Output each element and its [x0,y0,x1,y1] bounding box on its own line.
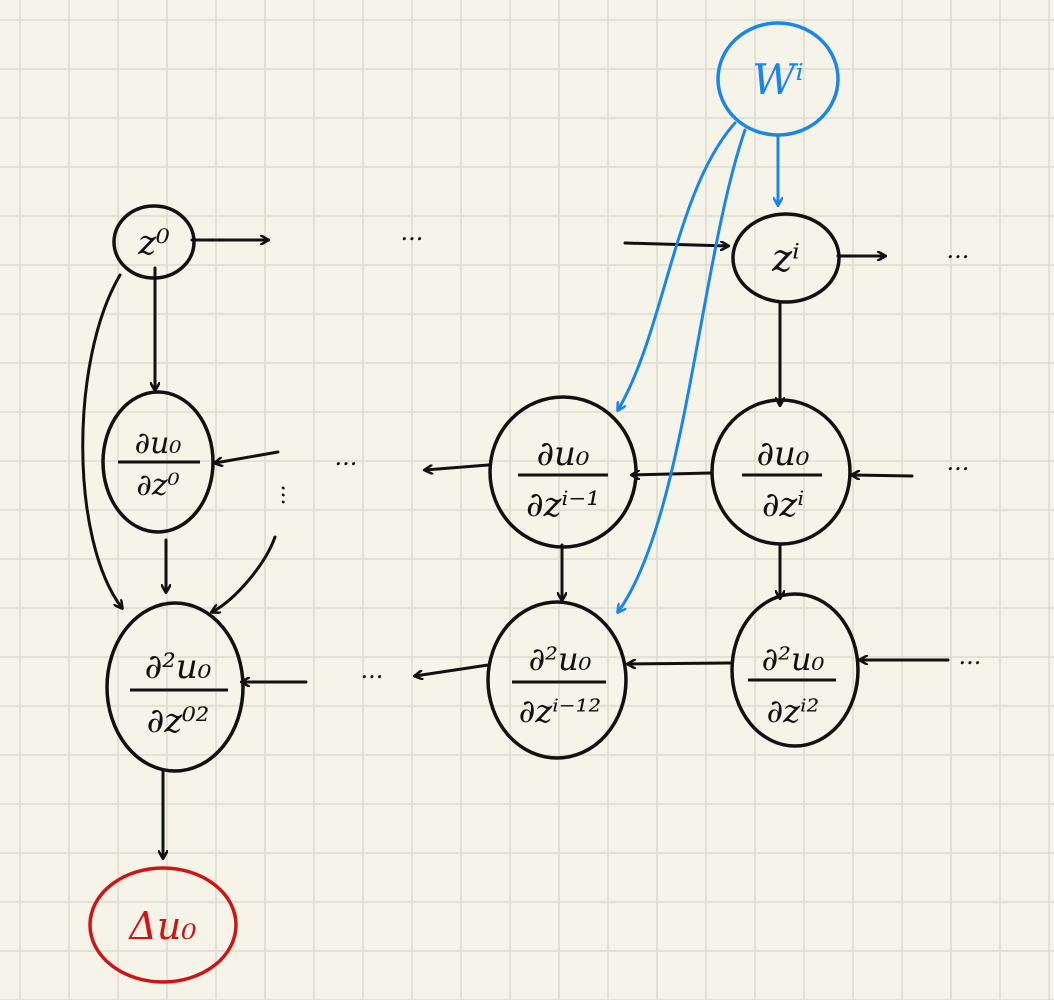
ellipsis-vertical-left: ... [276,485,301,506]
edge-d2u-dzi-d2u-dzim1 [628,663,732,664]
edge-Wi-du-dzim1 [618,121,737,410]
edge-d2u-dzim1-left [415,663,490,676]
edge-z0-d2u-dz0 [81,273,122,608]
node-zi [731,212,841,304]
label-z0: z⁰ [137,223,170,263]
label-d2u-dzim1-den: ∂zⁱ⁻¹² [519,692,601,730]
label-du-dzi-num: ∂u₀ [756,434,809,474]
nodes [88,21,860,984]
node-du-dz0 [101,390,215,534]
ellipsis-row2-middle: ... [335,443,358,471]
label-d2u-dzi-num: ∂²u₀ [762,640,825,678]
node-labels: z⁰ ∂u₀ ∂z⁰ ∂²u₀ ∂z⁰² ∂u₀ ∂zⁱ⁻¹ ∂²u₀ ∂zⁱ⁻… [127,55,824,948]
node-laplacian [88,866,238,984]
label-d2u-dz0-num: ∂²u₀ [145,647,212,687]
label-du-dzim1-den: ∂zⁱ⁻¹ [526,485,600,525]
label-d2u-dzim1-num: ∂²u₀ [529,640,592,678]
label-du-dzi-den: ∂zⁱ [762,485,804,525]
continuation-dots: ... ... ... ... ... ... ... [276,218,981,684]
label-du-dzim1-num: ∂u₀ [536,434,589,474]
label-d2u-dzi-den: ∂zⁱ² [767,692,820,730]
node-du-dzi [710,398,852,546]
edge-left-to-du-dz0 [215,450,280,463]
label-zi: zⁱ [771,236,800,280]
label-laplacian: Δu₀ [127,904,196,948]
edge-du-dzim1-left [425,463,490,470]
edge-diag-to-d2u-dz0 [212,535,277,612]
node-d2u-dzim1 [486,600,628,760]
node-du-dzim1 [488,395,638,549]
edge-right-to-du-dzi [852,475,914,476]
node-Wi [716,21,840,137]
fraction-bars [118,460,836,692]
label-d2u-dz0-den: ∂z⁰² [147,701,210,741]
node-z0 [112,204,196,280]
ellipsis-row2-right: ... [947,448,970,476]
ellipsis-top-middle: ... [401,218,424,246]
weight-edges [618,121,778,612]
ellipsis-row3-right: ... [959,642,982,670]
edges [81,240,950,858]
label-du-dz0-num: ∂u₀ [135,426,182,461]
ellipsis-row3-middle: ... [361,656,384,684]
node-d2u-dzi [730,592,860,748]
edge-Wi-d2u-dzim1 [618,128,747,612]
node-d2u-dz0 [105,601,245,773]
label-du-dz0-den: ∂z⁰ [136,468,179,503]
ellipsis-top-right: ... [947,236,970,264]
label-Wi: Wⁱ [752,55,804,104]
